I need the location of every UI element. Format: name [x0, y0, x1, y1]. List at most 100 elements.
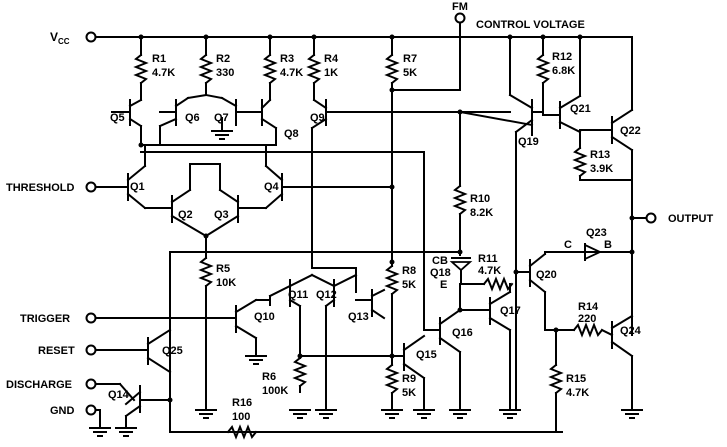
transistor-q17: [459, 283, 512, 411]
gnd-label: GND: [50, 405, 75, 417]
q14-label: Q14: [108, 389, 130, 401]
transistor-q20: [515, 251, 633, 331]
q24-label: Q24: [620, 325, 642, 337]
q18-cb-label: CB: [432, 255, 448, 267]
resistor-r8: [384, 261, 400, 366]
junction-dots: [138, 34, 635, 403]
q1-label: Q1: [130, 181, 145, 193]
r6-ref: R6: [262, 371, 276, 383]
r9-value: 5K: [402, 387, 416, 399]
fm-line: [391, 22, 461, 91]
transistor-q18: [449, 257, 481, 285]
output-label: OUTPUT: [668, 213, 714, 225]
transistor-q5: [111, 98, 143, 146]
q19-label: Q19: [518, 136, 539, 148]
r15-value: 4.7K: [566, 387, 589, 399]
q16-label: Q16: [452, 327, 473, 339]
q13-label: Q13: [348, 311, 369, 323]
r4-ref: R4: [324, 53, 339, 65]
r8-ref: R8: [402, 265, 416, 277]
q11-label: Q11: [288, 289, 308, 301]
resistor-r15: [548, 329, 564, 433]
r14-ref: R14: [578, 301, 599, 313]
resistor-r13: [572, 144, 633, 181]
resistor-r12: [535, 36, 551, 116]
transistor-q9: [310, 98, 511, 269]
resistor-r2: [198, 36, 214, 96]
q25-label: Q25: [162, 345, 183, 357]
r14-value: 220: [578, 313, 596, 325]
vcc-label: VCC: [50, 30, 70, 46]
transistor-q8: [253, 98, 278, 146]
r12-value: 6.8K: [552, 65, 575, 77]
q20-label: Q20: [536, 269, 557, 281]
r5-ref: R5: [216, 263, 230, 275]
transistor-q11: [268, 273, 314, 357]
reset-label: RESET: [38, 345, 75, 357]
q18-ref-label: Q18: [430, 267, 451, 279]
q21-label: Q21: [570, 103, 591, 115]
resistor-r11: [479, 276, 514, 292]
transistor-q2: [144, 163, 208, 238]
q18-e-label: E: [440, 279, 447, 291]
discharge-label: DISCHARGE: [6, 379, 72, 391]
r3-value: 4.7K: [280, 67, 303, 79]
r15-ref: R15: [566, 373, 586, 385]
r10-value: 8.2K: [470, 207, 493, 219]
pin-terminals: [85, 12, 657, 416]
r3-ref: R3: [280, 53, 294, 65]
r11-ref: R11: [478, 253, 498, 265]
q23-label: Q23: [586, 227, 607, 239]
q9-label: Q9: [310, 112, 325, 124]
r9-ref: R9: [402, 373, 416, 385]
r6-value: 100K: [262, 385, 288, 397]
q15-label: Q15: [416, 349, 437, 361]
transistor-q14: [95, 382, 171, 429]
transistor-q25: [95, 317, 172, 374]
resistor-r7: [384, 36, 400, 263]
q17-label: Q17: [500, 305, 521, 317]
q2-label: Q2: [178, 209, 193, 221]
r2-ref: R2: [216, 53, 230, 65]
q5-label: Q5: [110, 112, 125, 124]
q22-label: Q22: [620, 125, 641, 137]
q7-label: Q7: [214, 112, 229, 124]
diode-q23: [584, 243, 603, 261]
q3-label: Q3: [214, 209, 229, 221]
resistor-r16: [226, 424, 258, 440]
threshold-label: THRESHOLD: [6, 182, 75, 194]
r10-ref: R10: [470, 193, 490, 205]
resistor-r1: [133, 36, 149, 101]
resistor-r5: [198, 235, 214, 411]
resistor-r4: [306, 36, 322, 101]
transistor-q7: [204, 93, 255, 140]
r12-ref: R12: [552, 51, 572, 63]
r4-value: 1K: [324, 67, 338, 79]
r8-value: 5K: [402, 279, 416, 291]
r7-value: 5K: [403, 67, 417, 79]
q8-label: Q8: [284, 128, 299, 140]
transistor-q16: [423, 283, 462, 411]
transistor-q3: [204, 163, 267, 238]
transistor-q6: [158, 93, 208, 146]
ground-symbols: [89, 409, 643, 437]
r13-ref: R13: [590, 149, 610, 161]
transistor-q13: [355, 267, 386, 320]
resistor-r6: [292, 355, 308, 393]
r1-ref: R1: [152, 53, 166, 65]
transistor-q21: [542, 36, 582, 146]
transistor-q1: [95, 144, 147, 210]
resistor-r10: [452, 111, 468, 256]
q6-label: Q6: [185, 112, 200, 124]
r5-value: 10K: [216, 277, 236, 289]
trigger-label: TRIGGER: [20, 313, 70, 325]
resistor-r9: [384, 363, 400, 411]
fm-label: FM: [452, 1, 468, 13]
q12-label: Q12: [316, 289, 337, 301]
control-voltage-label: CONTROL VOLTAGE: [476, 19, 585, 31]
transistor-q4: [264, 144, 393, 210]
r1-value: 4.7K: [152, 67, 175, 79]
r11-value: 4.7K: [478, 265, 501, 277]
transistor-q10: [95, 298, 271, 365]
